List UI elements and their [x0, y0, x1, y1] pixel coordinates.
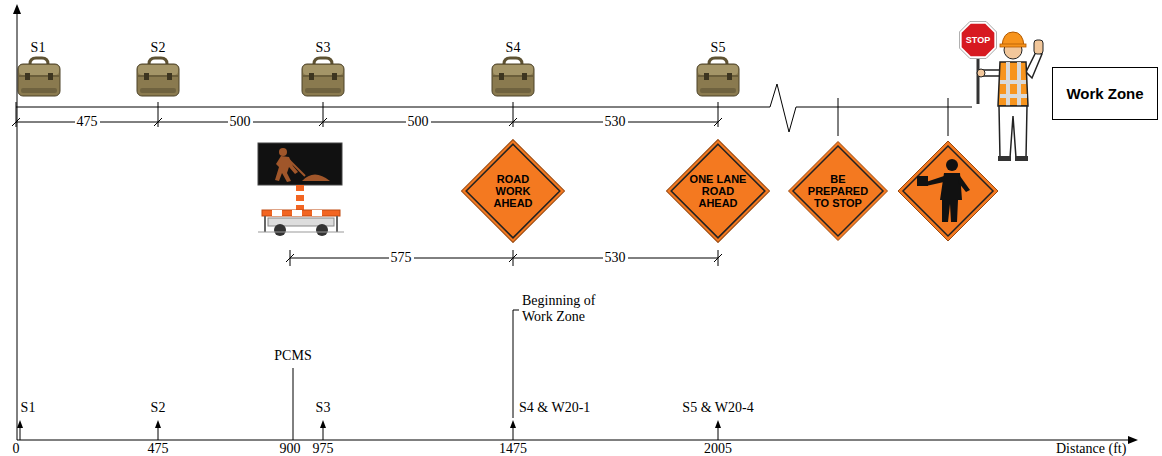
- position-label: S3: [316, 400, 331, 416]
- node-text: STOP: [966, 35, 990, 45]
- flagger-sign: [898, 141, 998, 241]
- axis-tick-label: 2005: [704, 441, 732, 456]
- position-label: S1: [21, 400, 36, 416]
- axis-tick-label: 1475: [499, 441, 527, 456]
- position-marker: [20, 310, 718, 440]
- position-label: S5 & W20-4: [682, 400, 753, 416]
- position-label: S4 & W20-1: [519, 400, 590, 416]
- axis-arrowhead: [1128, 436, 1138, 444]
- sensor-label: S4: [506, 40, 521, 56]
- position-label: S2: [151, 400, 166, 416]
- sensor-label: S5: [711, 40, 726, 56]
- dimension-value: 500: [406, 114, 431, 130]
- sign-text: ROAD WORK AHEAD: [481, 139, 545, 243]
- node-text: Work Zone: [1066, 85, 1143, 103]
- stop-paddle: STOP: [959, 21, 997, 59]
- sensor-icon: [18, 58, 739, 96]
- dimension-value: 530: [603, 250, 628, 266]
- axis-tick-label: 0: [13, 441, 20, 456]
- sensor-label: S2: [151, 40, 166, 56]
- dimension-value: 475: [75, 114, 100, 130]
- marker-arrowhead: [17, 420, 721, 428]
- sign-text: ONE LANE ROAD AHEAD: [686, 139, 750, 243]
- sign-text: Work Zone: [1053, 68, 1157, 119]
- position-note: Beginning of Work Zone: [522, 293, 612, 325]
- warning-sign: ONE LANE ROAD AHEAD: [666, 139, 770, 243]
- sensor-label: S1: [31, 40, 46, 56]
- axis-tick-label: 975: [313, 441, 334, 456]
- node-text: BE PREPARED TO STOP: [806, 173, 870, 209]
- dimension-line: [286, 250, 722, 266]
- dimension-value: 575: [389, 250, 414, 266]
- axis: [17, 12, 1130, 440]
- warning-sign: ROAD WORK AHEAD: [461, 139, 565, 243]
- sensor-label: S3: [316, 40, 331, 56]
- pcms-trailer: [258, 143, 344, 236]
- position-label: PCMS: [274, 348, 311, 364]
- axis-arrowhead: [13, 4, 21, 14]
- node-text: ROAD WORK AHEAD: [481, 173, 545, 209]
- axis-tick-label: 475: [148, 441, 169, 456]
- dimension-value: 530: [603, 114, 628, 130]
- node-text: ONE LANE ROAD AHEAD: [686, 173, 750, 209]
- sign-text: BE PREPARED TO STOP: [806, 141, 870, 241]
- road-line: [16, 84, 972, 136]
- axis-title: Distance (ft): [1056, 441, 1126, 456]
- axis-tick-label: 900: [280, 441, 301, 456]
- warning-sign: BE PREPARED TO STOP: [788, 141, 888, 241]
- dimension-value: 500: [228, 114, 253, 130]
- sign-text: STOP: [959, 21, 997, 59]
- work-zone-box: Work Zone: [1052, 67, 1158, 120]
